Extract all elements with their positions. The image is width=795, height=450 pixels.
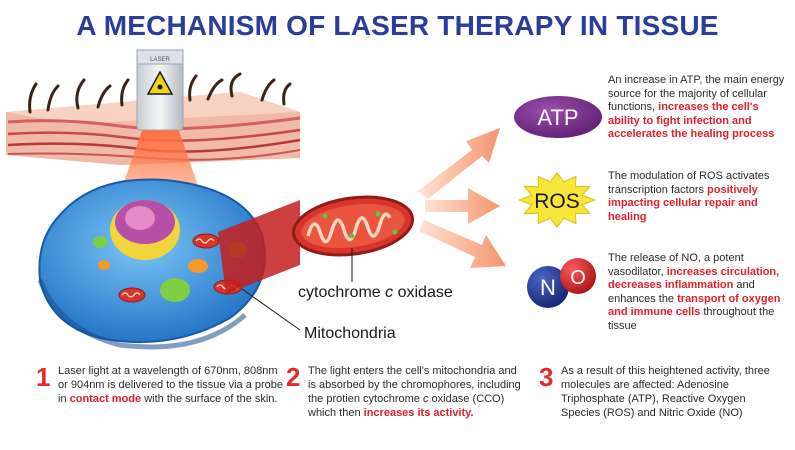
ros-description: The modulation of ROS activates transcri… — [608, 170, 770, 223]
svg-text:LASER: LASER — [150, 57, 170, 63]
svg-text:O: O — [570, 267, 586, 289]
svg-text:ROS: ROS — [534, 190, 580, 213]
laser-warning-icon — [146, 70, 174, 95]
ros-badge: ROS — [517, 171, 597, 229]
step-number: 1 — [36, 362, 51, 392]
no-description: The release of NO, a potent vasodilator,… — [608, 252, 781, 332]
atp-badge: ATP — [514, 96, 602, 138]
step-text: The light enters the cell's mitochondria… — [308, 365, 521, 419]
hair-strands — [28, 72, 292, 114]
page-title: A MECHANISM OF LASER THERAPY IN TISSUE — [76, 10, 719, 41]
arrow-to-ros — [425, 188, 500, 224]
organelle — [98, 260, 110, 270]
zoom-highlight — [218, 200, 300, 294]
step-text: Laser light at a wavelength of 670nm, 80… — [58, 365, 284, 405]
mitochondria-label: Mitochondria — [304, 325, 396, 342]
organelle — [188, 259, 208, 273]
mitochondrion-closeup — [291, 195, 415, 257]
cell-mitochondrion — [118, 287, 146, 303]
mitochondria-leader-line — [241, 288, 301, 331]
no-badge: N O — [527, 258, 596, 308]
arrow-to-atp — [418, 128, 500, 199]
step-text: As a result of this heightened activity,… — [561, 365, 770, 419]
svg-text:ATP: ATP — [537, 105, 578, 130]
organelle — [93, 236, 107, 248]
cytochrome-label: cytochrome c oxidase — [298, 284, 453, 301]
cell-illustration — [37, 178, 266, 350]
cell-mitochondrion — [192, 233, 220, 249]
arrow-to-no — [419, 220, 506, 268]
step-number: 3 — [539, 362, 554, 392]
laser-probe: LASER — [136, 49, 184, 131]
step-number: 2 — [286, 362, 301, 392]
svg-text:N: N — [540, 275, 556, 300]
atp-description: An increase in ATP, the main energy sour… — [608, 74, 785, 140]
organelle — [160, 278, 190, 302]
